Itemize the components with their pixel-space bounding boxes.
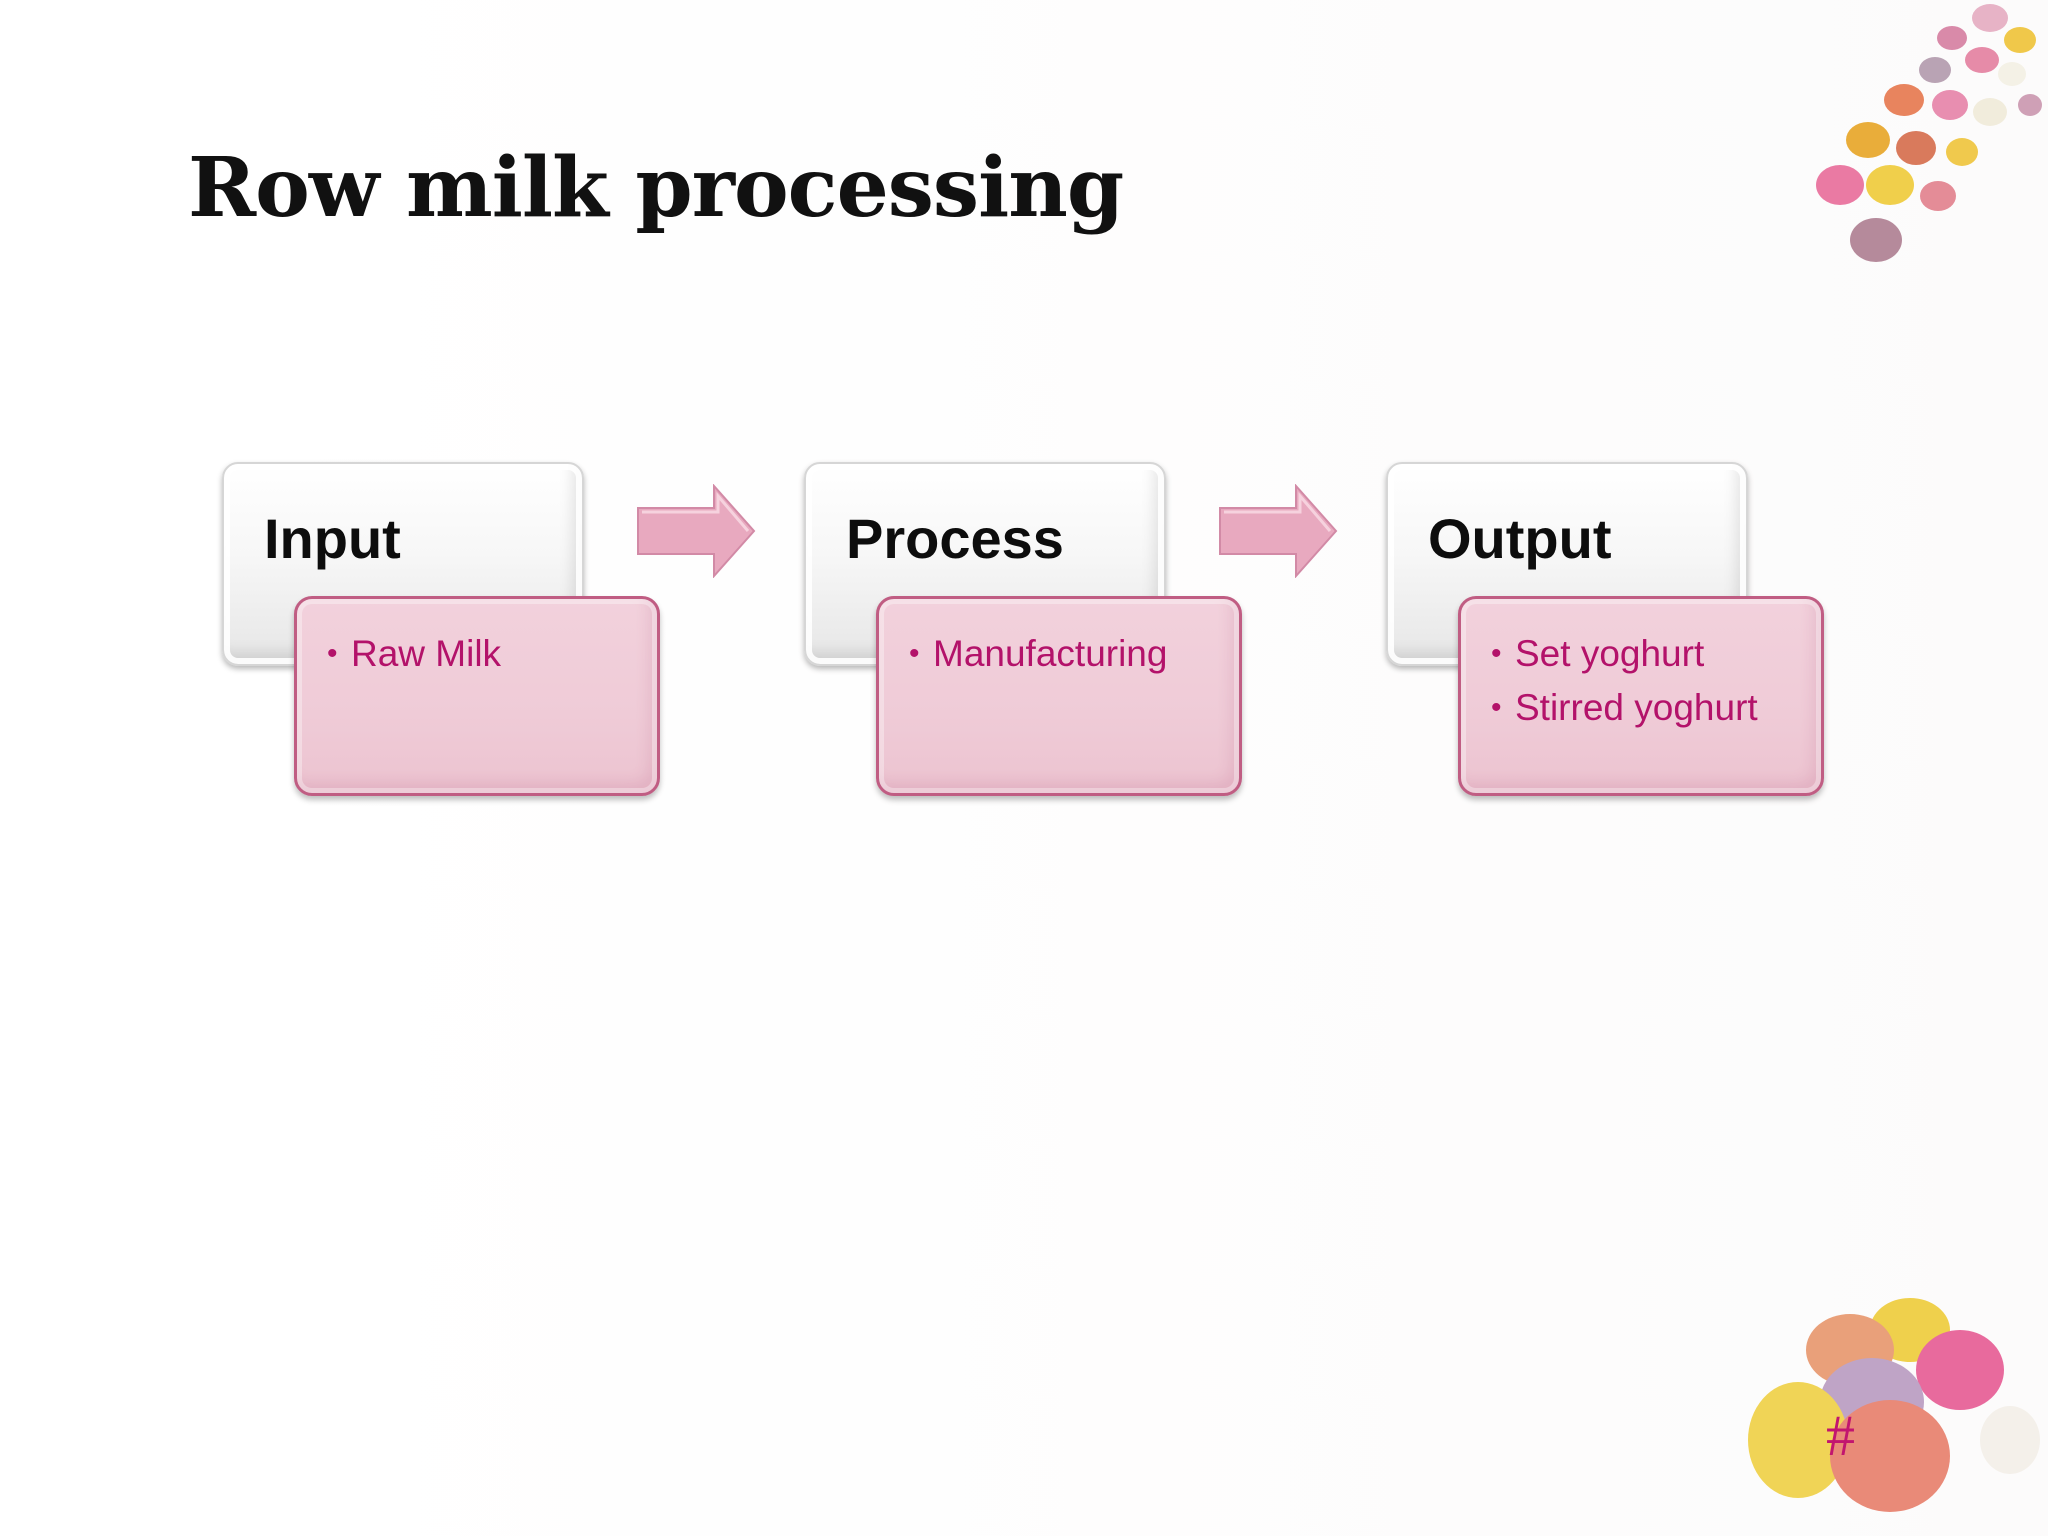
list-item-text: Set yoghurt — [1515, 633, 1705, 674]
slide-number: # — [1826, 1403, 1855, 1468]
step-heading: Output — [1428, 507, 1612, 570]
right-arrow-icon — [1219, 484, 1338, 578]
candy-eggs-bottom-decoration — [1748, 1298, 2040, 1512]
step-input: Input • Raw Milk — [222, 462, 662, 802]
bullet-list: • Manufacturing — [909, 627, 1219, 681]
bullet-icon: • — [1491, 691, 1502, 724]
bullet-list: • Raw Milk — [327, 627, 637, 681]
bullet-icon: • — [1491, 637, 1502, 670]
list-item-text: Raw Milk — [351, 633, 502, 674]
list-item: • Stirred yoghurt — [1491, 681, 1801, 735]
step-detail-card: • Raw Milk — [294, 596, 660, 796]
step-heading: Process — [846, 507, 1064, 570]
candy-eggs-top-decoration — [1816, 4, 2042, 262]
bullet-list: • Set yoghurt • Stirred yoghurt — [1491, 627, 1801, 735]
slide-title: Row milk processing — [188, 140, 1124, 236]
step-detail-card: • Set yoghurt • Stirred yoghurt — [1458, 596, 1824, 796]
bullet-icon: • — [909, 637, 920, 670]
step-process: Process • Manufacturing — [804, 462, 1244, 802]
list-item: • Set yoghurt — [1491, 627, 1801, 681]
list-item: • Raw Milk — [327, 627, 637, 681]
list-item-text: Stirred yoghurt — [1515, 687, 1758, 728]
step-output: Output • Set yoghurt • Stirred yoghurt — [1386, 462, 1826, 802]
right-arrow-icon — [637, 484, 756, 578]
step-detail-card: • Manufacturing — [876, 596, 1242, 796]
step-heading: Input — [264, 507, 401, 570]
list-item-text: Manufacturing — [933, 633, 1168, 674]
list-item: • Manufacturing — [909, 627, 1219, 681]
bullet-icon: • — [327, 637, 338, 670]
